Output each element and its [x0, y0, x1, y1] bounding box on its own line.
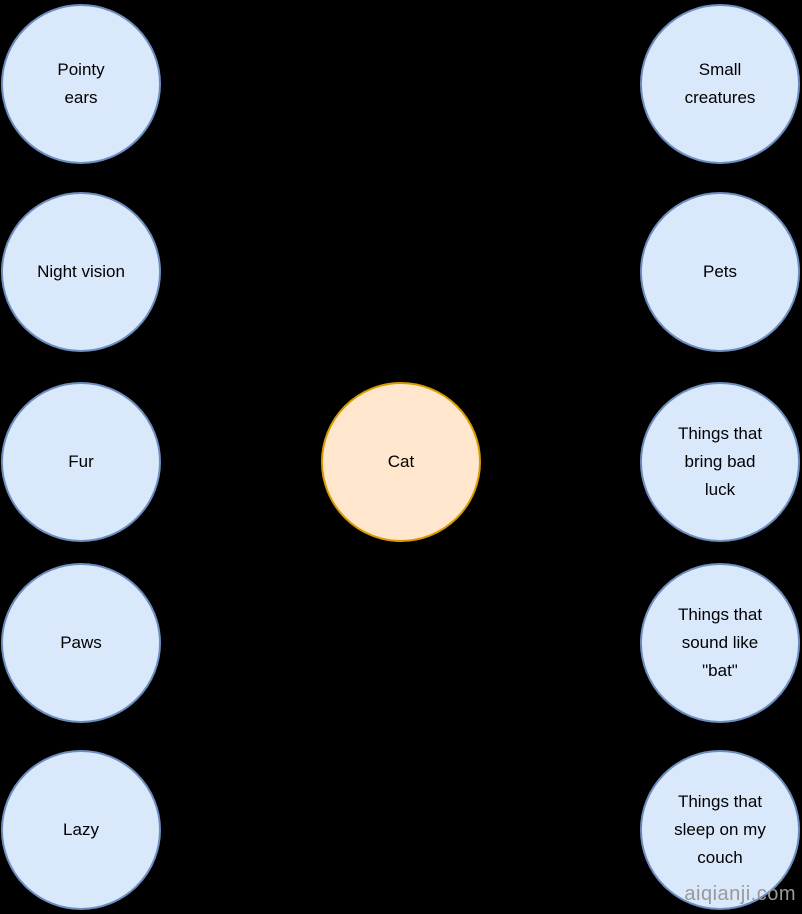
node-small-creatures: Small creatures	[640, 4, 800, 164]
node-things-sleep-on-couch: Things that sleep on my couch	[640, 750, 800, 910]
node-label: Pointy ears	[57, 60, 105, 107]
node-lazy: Lazy	[1, 750, 161, 910]
watermark-text: aiqianji.com	[684, 883, 796, 905]
node-pointy-ears: Pointy ears	[1, 4, 161, 164]
node-cat-center: Cat	[321, 382, 481, 542]
node-night-vision: Night vision	[1, 192, 161, 352]
node-label: Lazy	[63, 820, 99, 839]
node-paws: Paws	[1, 563, 161, 723]
node-things-sound-like-bat: Things that sound like "bat"	[640, 563, 800, 723]
node-label: Small creatures	[684, 60, 756, 107]
node-label: Paws	[60, 633, 102, 652]
node-label: Fur	[68, 452, 94, 471]
node-label: Things that sleep on my couch	[674, 792, 766, 867]
node-fur: Fur	[1, 382, 161, 542]
node-label: Cat	[387, 452, 415, 471]
node-label: Night vision	[37, 262, 125, 281]
node-things-bring-bad-luck: Things that bring bad luck	[640, 382, 800, 542]
node-pets: Pets	[640, 192, 800, 352]
node-label: Things that bring bad luck	[677, 424, 763, 499]
node-label: Pets	[702, 262, 738, 281]
node-label: Things that sound like "bat"	[677, 605, 763, 680]
